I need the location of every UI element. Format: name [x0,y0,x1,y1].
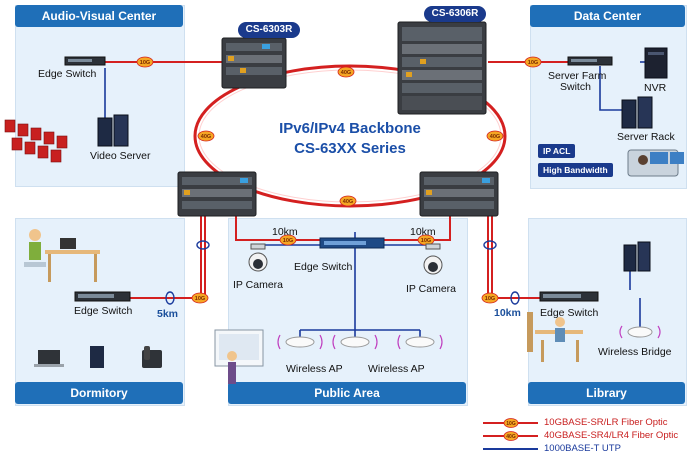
fiber-loop-left [196,240,210,250]
edge-switch-public-icon [319,237,385,249]
label-wireless-bridge: Wireless Bridge [598,346,672,358]
backbone-subtitle: CS-63XX Series [294,140,406,157]
svg-text:10G: 10G [485,296,495,302]
svg-text:40G: 40G [506,434,516,440]
wireless-ap-3-icon [397,334,443,350]
core-switch-lower-left [177,171,257,217]
label-edge-switch-public: Edge Switch [294,261,353,273]
label-video-server: Video Server [90,150,151,162]
label-edge-switch-av: Edge Switch [38,68,97,80]
model-tag-cs6303r: CS-6303R [238,22,300,38]
badge-high-bandwidth: High Bandwidth [538,163,613,177]
svg-text:10G: 10G [506,421,516,427]
svg-text:40G: 40G [490,134,500,140]
fiber-loop-library [510,291,520,305]
port-tag-10g-dc: 10G [524,56,542,68]
auditorium-seats-icon [4,119,68,163]
dorm-desk-icon [24,229,100,282]
port-tag-40g-bottom: 40G [339,195,357,207]
core-switch-lower-right [419,171,499,217]
port-tag-40g-right: 40G [486,130,504,142]
presentation-screen-icon [214,329,264,384]
svg-text:40G: 40G [341,70,351,76]
port-tag-10g-public-left: 10G [279,234,297,246]
label-distance-left: 10km [272,226,298,238]
zone-title-public-area: Public Area [228,382,466,404]
svg-text:10G: 10G [140,60,150,66]
zone-title-dormitory: Dormitory [15,382,183,404]
label-ip-camera-left: IP Camera [233,279,283,291]
model-tag-cs6306r: CS-6306R [424,6,486,22]
fiber-loop-dorm [165,291,175,305]
label-ip-camera-right: IP Camera [406,283,456,295]
server-farm-switch-icon [567,56,613,66]
label-distance-library: 10km [494,307,521,319]
ip-camera-right-icon [423,243,443,275]
badge-ip-acl: IP ACL [538,144,576,158]
edge-switch-library-icon [539,291,599,302]
svg-text:10G: 10G [195,296,205,302]
server-rack-icon [621,96,653,129]
wireless-bridge-icon [619,325,661,339]
label-wireless-ap-2: Wireless AP [368,363,425,375]
legend-utp-text: 1000BASE-T UTP [544,443,621,454]
backbone-title: IPv6/IPv4 Backbone [279,120,421,137]
laptop-icon [34,350,64,367]
fiber-links [100,61,580,299]
label-distance-dorm: 5km [157,308,179,320]
port-tag-40g-left: 40G [197,130,215,142]
zone-dormitory [15,218,185,406]
library-server-icon [623,241,651,272]
svg-text:40G: 40G [343,199,353,205]
zone-library [528,218,687,406]
label-distance-right: 10km [410,226,436,238]
svg-text:10G: 10G [528,60,538,66]
ip-camera-left-icon [248,243,268,272]
core-switch-cs6306r [397,21,487,115]
svg-text:10G: 10G [421,238,431,244]
ip-phone-icon [142,346,162,368]
legend-40g-text: 40GBASE-SR4/LR4 Fiber Optic [544,430,679,441]
port-tag-10g-dorm: 10G [191,292,209,304]
core-switch-cs6303r [221,37,287,89]
zone-title-audio-visual: Audio-Visual Center [15,5,183,27]
legend-10g-text: 10GBASE-SR/LR Fiber Optic [544,417,668,428]
desktop-pc-icon [90,346,104,368]
wireless-ap-2-icon [332,334,378,350]
label-server-farm-1: Server Farm [548,70,607,82]
library-desk-icon [527,312,583,362]
edge-switch-av-icon [64,56,106,66]
port-tag-40g-top: 40G [337,66,355,78]
label-wireless-ap-1: Wireless AP [286,363,343,375]
label-server-rack: Server Rack [617,131,675,143]
wireless-ap-1-icon [277,334,323,350]
label-edge-switch-library: Edge Switch [540,307,599,319]
nvr-icon [644,47,668,79]
label-nvr: NVR [644,82,667,94]
legend-symbols: 10G 40G [483,418,538,450]
zone-title-library: Library [528,382,685,404]
label-edge-switch-dorm: Edge Switch [74,305,133,317]
svg-text:10G: 10G [283,238,293,244]
label-server-farm-2: Switch [560,81,591,93]
operator-workstation-icon [627,149,684,177]
video-server-icon [97,114,129,147]
fiber-loop-right [483,240,497,250]
zone-title-data-center: Data Center [530,5,685,27]
port-tag-10g-av: 10G [136,56,154,68]
edge-switch-dorm-icon [74,291,131,302]
svg-text:40G: 40G [201,134,211,140]
port-tag-10g-library: 10G [481,292,499,304]
